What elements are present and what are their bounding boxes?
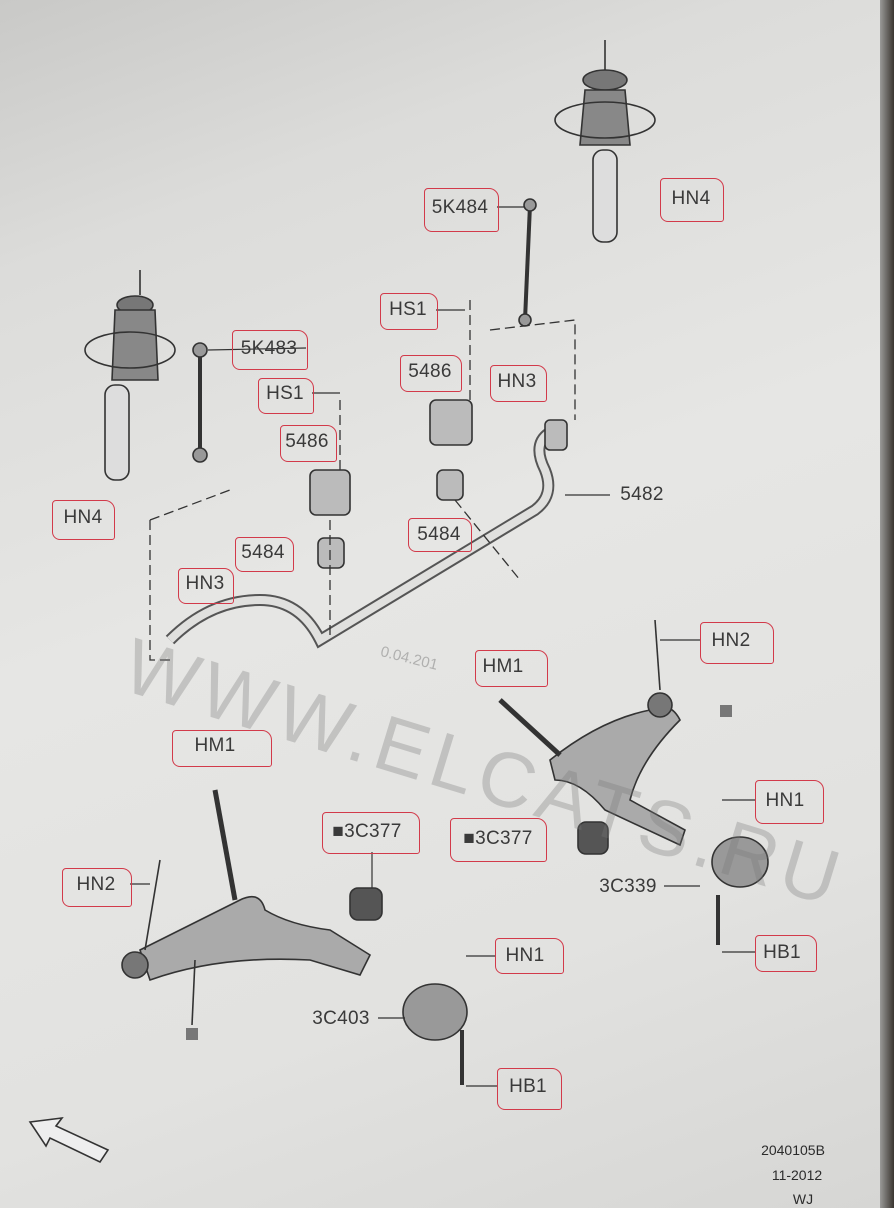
label-hn4-left: HN4 [63,507,103,528]
markup-box [497,1068,562,1110]
markup-box [322,812,420,854]
label-hn3-right: HN3 [497,371,537,392]
markup-box [280,425,337,462]
markup-box [178,568,234,604]
markup-box [755,780,824,824]
label-hn1-right: HN1 [765,790,805,811]
label-hn2-right: HN2 [711,630,751,651]
label-hs1-top: HS1 [389,299,427,320]
diagram-initials: WJ [792,1191,814,1207]
label-5k484: 5K484 [431,197,489,218]
markup-box [62,868,132,907]
stabilizer-links [192,198,537,463]
left-control-arm [121,789,468,1085]
markup-box [408,518,472,552]
label-hn3-left: HN3 [185,573,225,594]
label-3c377-right: ■3C377 [463,828,533,849]
label-5486-left: 5486 [285,431,329,452]
markup-box [380,293,438,330]
right-control-arm [498,619,769,945]
direction-arrow-icon [28,1116,110,1164]
markup-box [52,500,115,540]
markup-box [235,537,294,572]
bushings [309,399,568,569]
label-hm1-left: HM1 [194,735,236,756]
label-3c339: 3C339 [599,876,657,897]
label-5486-mid: 5486 [408,361,452,382]
markup-box [700,622,774,664]
diagram-date: 11-2012 [771,1167,823,1183]
label-hs1-left: HS1 [266,383,304,404]
label-hm1-mid: HM1 [482,656,524,677]
markup-box [424,188,499,232]
label-hn4-top: HN4 [671,188,711,209]
left-strut [84,270,176,481]
right-strut [554,40,656,243]
markup-box [450,818,547,862]
label-3c403: 3C403 [312,1008,370,1029]
markup-box [258,378,314,414]
markup-box [172,730,272,767]
label-hn1-mid: HN1 [505,945,545,966]
label-5k483: 5K483 [240,338,298,359]
photo-edge [880,0,894,1208]
label-hb1-bottom: HB1 [509,1076,547,1097]
markup-box [475,650,548,687]
markup-box [400,355,462,392]
marker-square [186,1028,198,1040]
label-5482: 5482 [620,484,664,505]
markup-box [495,938,564,974]
markup-box [660,178,724,222]
marker-square [720,705,732,717]
markup-box [755,935,817,972]
markup-box [232,330,308,370]
label-hn2-left: HN2 [76,874,116,895]
markup-box [490,365,547,402]
label-5484-left: 5484 [241,542,285,563]
leader-lines [130,206,755,1087]
diagram-code: 2040105B [761,1142,825,1158]
label-3c377-left: ■3C377 [332,821,402,842]
label-5484-mid: 5484 [417,524,461,545]
guide-lines [149,300,576,661]
label-hb1-right: HB1 [763,942,801,963]
